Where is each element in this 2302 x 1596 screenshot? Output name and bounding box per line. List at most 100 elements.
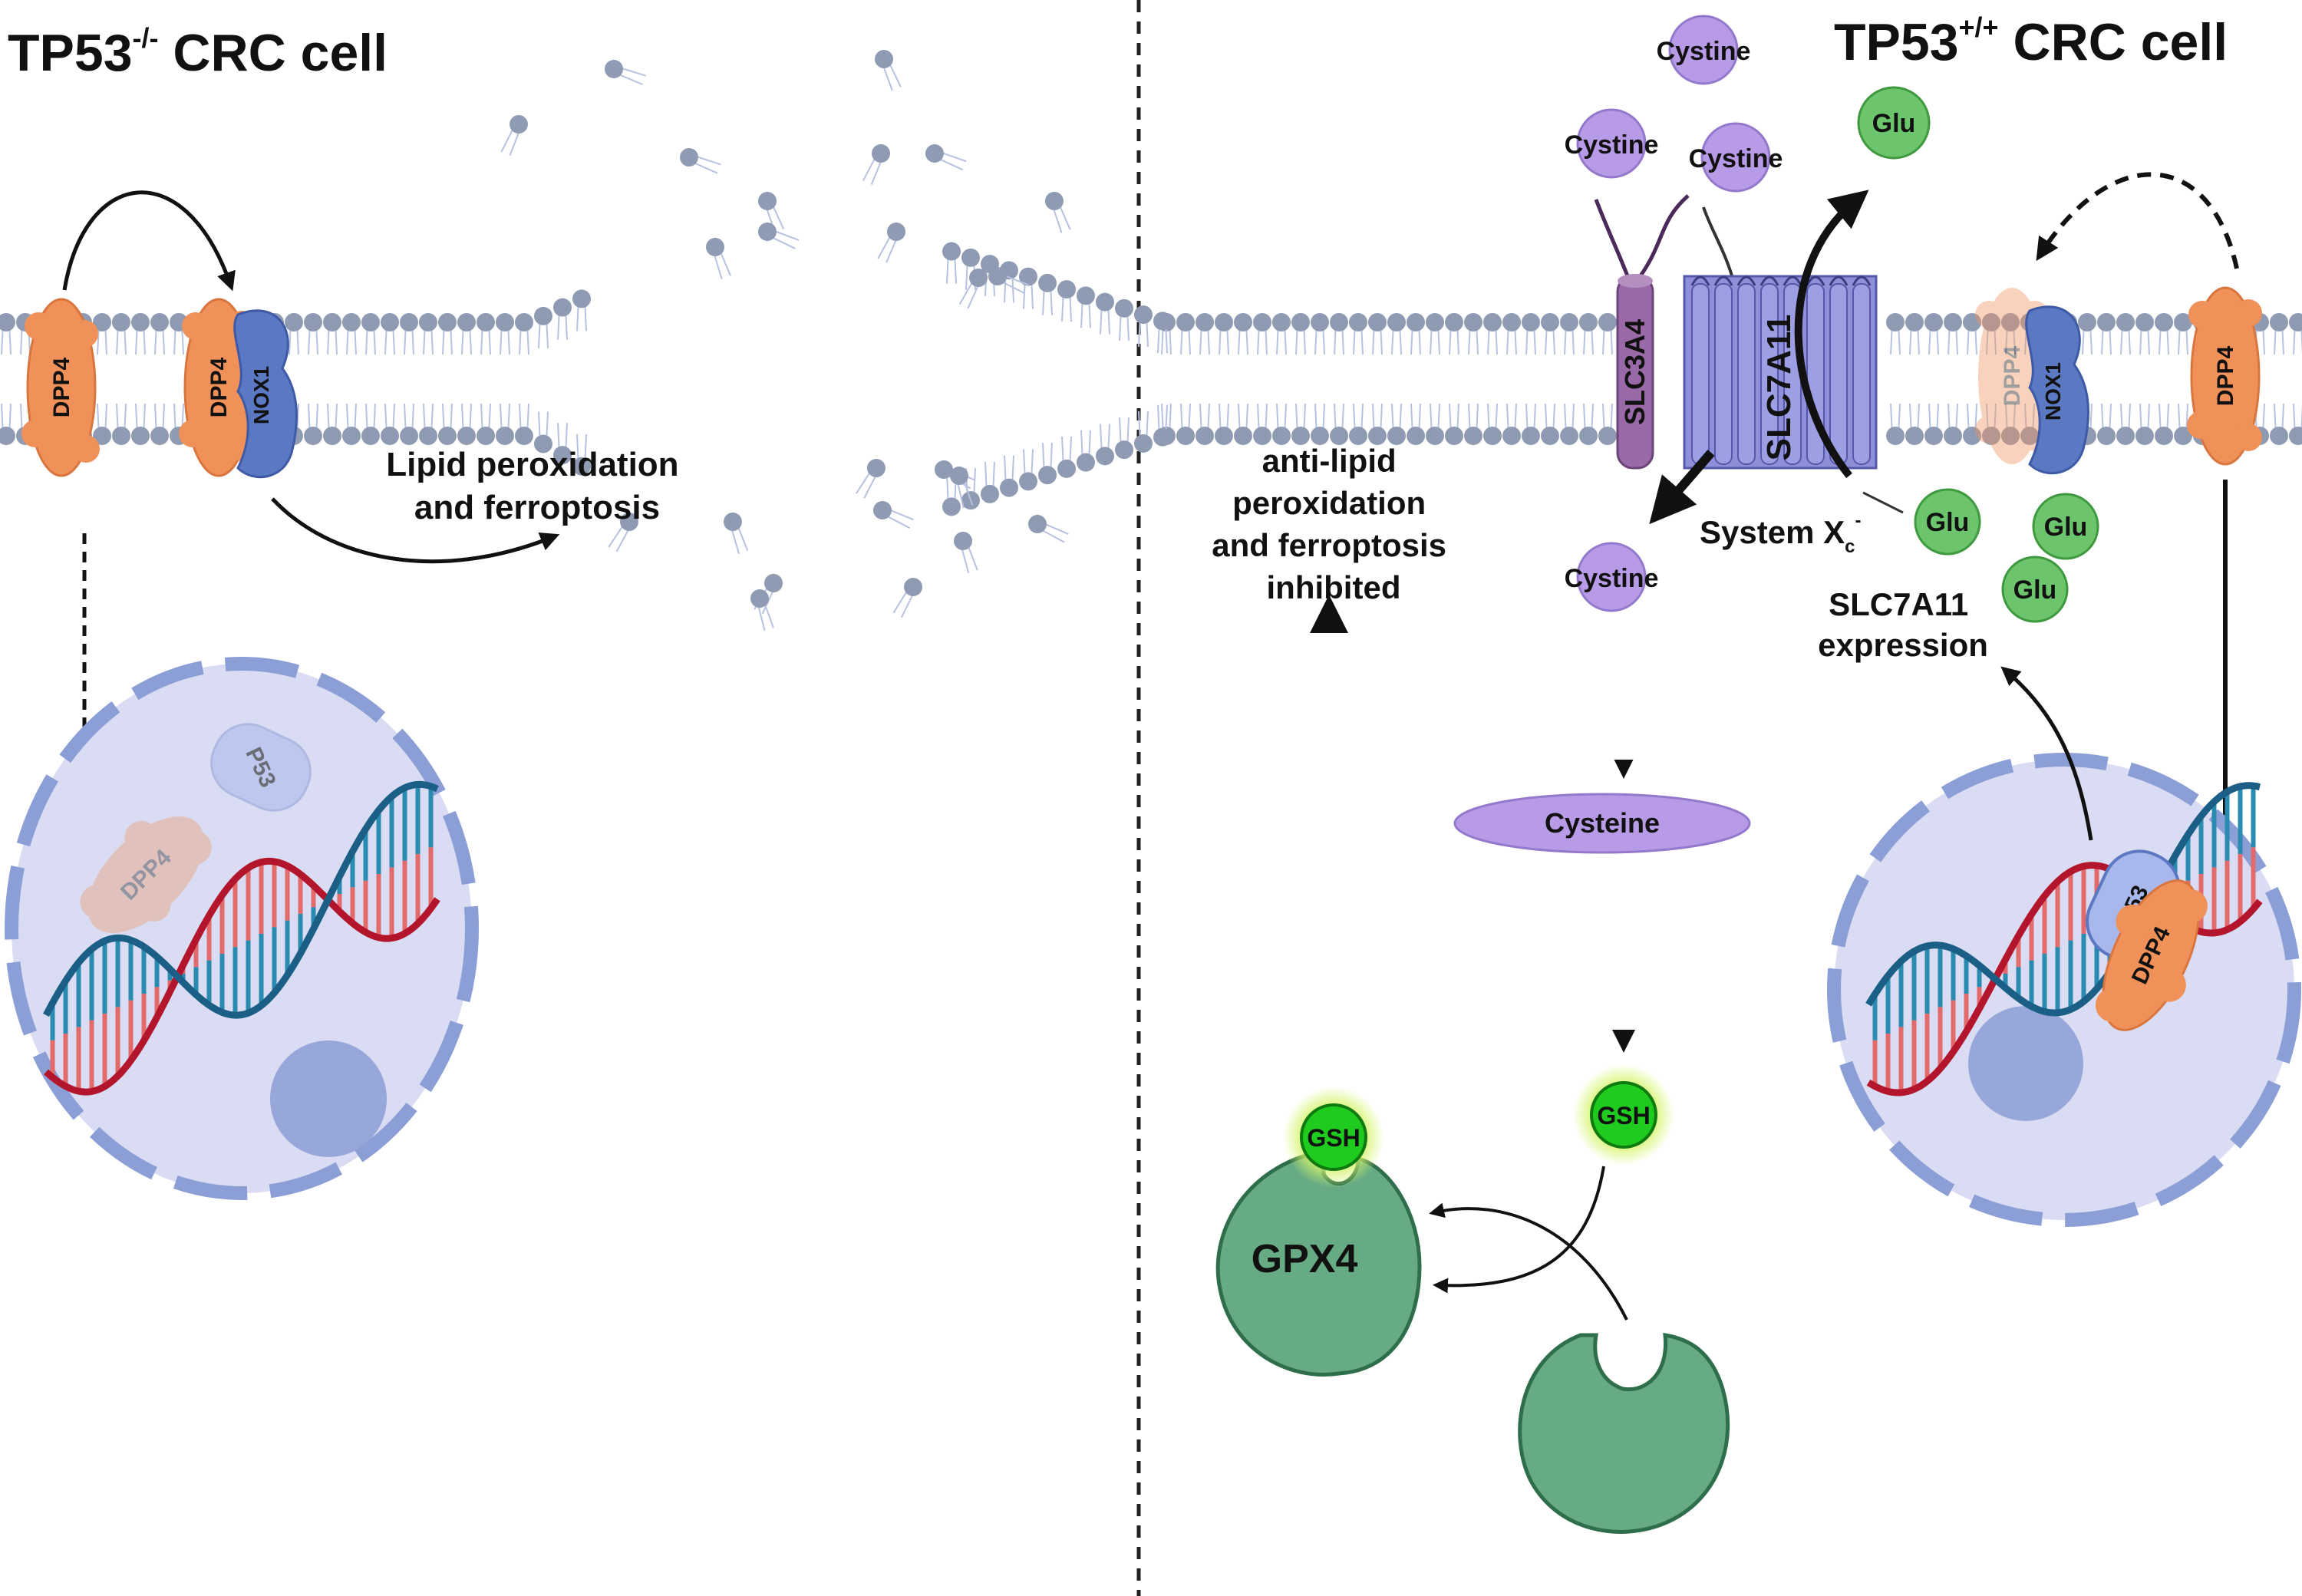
lipid-head: [1905, 313, 1924, 331]
lipid-head: [1038, 273, 1057, 292]
lipid-head: [887, 223, 905, 241]
lipid-head: [438, 427, 457, 445]
cystine-import-arrow: [1649, 450, 1715, 525]
lipid-head: [553, 446, 572, 465]
lipid-head: [1215, 313, 1233, 331]
lipid-head: [1349, 427, 1367, 445]
lipid-head: [1234, 427, 1252, 445]
lipid-head: [1253, 427, 1271, 445]
gsh-label: GSH: [1307, 1124, 1360, 1152]
lipid-head: [515, 427, 533, 445]
lipid-head: [112, 427, 130, 445]
lipid-head: [1982, 313, 2000, 331]
cystine-molecule: Cystine: [1689, 122, 1783, 193]
lipid-head: [2155, 427, 2173, 445]
glu-molecule: Glu: [1914, 488, 1981, 556]
gpx4-label: GPX4: [1252, 1237, 1358, 1281]
dpp4-nuclear-faded: DPP4: [80, 816, 212, 933]
nucleus-right: P53 DPP4: [1827, 666, 2301, 1227]
dpp4-protein: DPP4: [21, 298, 100, 477]
nox1-protein: NOX1: [233, 309, 298, 479]
lipid-head: [2174, 313, 2192, 331]
cystine-molecule: Cystine: [1657, 15, 1750, 85]
glu-molecule: Glu: [2001, 556, 2069, 623]
lipid-head: [988, 267, 1007, 285]
lipid-head: [1541, 427, 1559, 445]
lipid-head: [875, 50, 893, 68]
lipid-head: [1522, 313, 1540, 331]
lipid-head: [1387, 427, 1406, 445]
left-title: TP53-/- CRC cell: [8, 22, 388, 82]
lipid-head: [764, 574, 783, 592]
lipid-head: [1445, 427, 1463, 445]
lipid-head: [534, 434, 552, 453]
lipid-head: [1215, 427, 1233, 445]
lipid-head: [2289, 313, 2302, 331]
lipid-head: [2097, 427, 2116, 445]
lipid-head: [1522, 427, 1540, 445]
lipid-head: [457, 427, 476, 445]
lipid-head: [150, 427, 169, 445]
lipid-head: [942, 497, 961, 516]
lipid-head: [1019, 472, 1037, 491]
system-xc-label: System Xc-: [1700, 510, 1861, 557]
glu-molecule: Glu: [2032, 493, 2099, 560]
lipid-head: [1924, 313, 1943, 331]
lipid-head: [1579, 427, 1598, 445]
lipid-head: [419, 313, 437, 331]
system-xc-pointer: [1862, 491, 1904, 514]
expression-arrow: [2000, 666, 2093, 841]
lipid-head: [131, 427, 150, 445]
lipid-head: [1196, 313, 1214, 331]
lipid-head: [1096, 292, 1114, 312]
lipid-head: [0, 427, 15, 445]
lipid-head: [1045, 192, 1064, 210]
lipid-head: [553, 298, 572, 317]
nucleolus: [270, 1040, 387, 1157]
gpx4-enzyme-inactive: [1518, 1332, 1730, 1534]
lipid-head: [1234, 313, 1252, 331]
glu-label: Glu: [2013, 575, 2057, 605]
lipid-head: [758, 222, 777, 241]
lipid-head: [1153, 312, 1172, 331]
lipid-head: [961, 248, 980, 267]
lipid-head: [1330, 427, 1348, 445]
lipid-head: [1311, 427, 1329, 445]
dpp4-nuclear-protein: DPP4: [2095, 879, 2208, 1031]
gsh-bound: GSH: [1283, 1087, 1384, 1188]
cell-membrane-right: [942, 242, 2302, 516]
lipid-head: [1598, 313, 1617, 331]
dpp4-label: DPP4: [2213, 346, 2238, 407]
scattered-lipids: [500, 50, 1071, 631]
lipid-head: [93, 313, 111, 331]
lipid-head: [1407, 427, 1425, 445]
lipid-head: [1272, 427, 1291, 445]
lipid-head: [605, 60, 623, 78]
lipid-head: [1134, 305, 1153, 325]
lipid-head: [1483, 427, 1502, 445]
lipid-head: [419, 427, 437, 445]
lipid-head: [1134, 434, 1153, 453]
lipid-head: [285, 313, 303, 331]
lipid-head: [0, 313, 15, 331]
lipid-head: [1368, 427, 1387, 445]
lipid-head: [2289, 427, 2302, 445]
lipid-head: [1196, 427, 1214, 445]
gsh-molecule: GSH: [1573, 1064, 1674, 1166]
lipid-head: [1077, 453, 1095, 472]
glu-molecule: Glu: [1857, 86, 1931, 160]
dpp4-recycle-arrow: [2036, 172, 2239, 269]
lipid-head: [131, 313, 150, 331]
nox1-label: NOX1: [249, 366, 273, 424]
dna-double-helix: [1865, 782, 2263, 1096]
lipid-head: [1464, 427, 1482, 445]
nucleus-left: P53 DPP4: [5, 657, 479, 1200]
lipid-head: [93, 427, 111, 445]
lipid-head: [361, 427, 380, 445]
lipid-head: [1330, 313, 1348, 331]
lipid-head: [1944, 313, 1962, 331]
cystine-molecule: Cystine: [1565, 108, 1658, 179]
lipid-head: [438, 313, 457, 331]
lipid-head: [1057, 280, 1076, 299]
cysteine-molecule: Cysteine: [1453, 793, 1751, 854]
